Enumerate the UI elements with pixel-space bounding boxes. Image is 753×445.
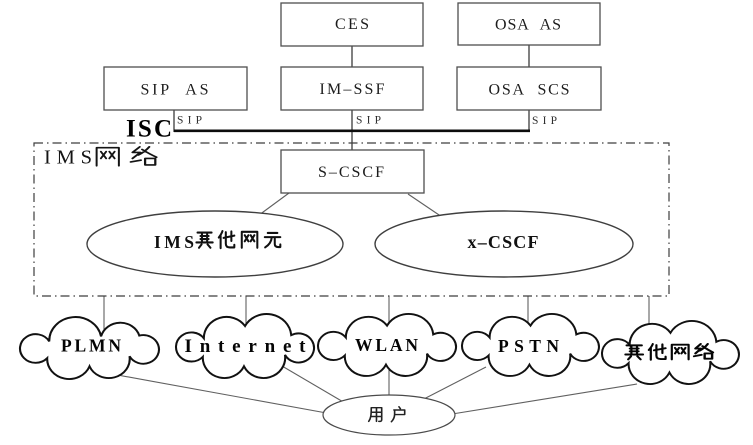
svg-text:CES: CES <box>335 16 369 33</box>
svg-text:SIP: SIP <box>177 115 202 127</box>
svg-text:IMS: IMS <box>154 232 194 252</box>
svg-text:PSTN: PSTN <box>498 336 559 356</box>
svg-text:PLMN: PLMN <box>61 336 121 356</box>
svg-text:S–CSCF: S–CSCF <box>318 164 384 181</box>
svg-text:SIP: SIP <box>356 115 381 127</box>
svg-text:ISC: ISC <box>126 116 172 143</box>
svg-text:IMS: IMS <box>44 147 92 169</box>
svg-text:WLAN: WLAN <box>355 335 418 355</box>
svg-text:SIP: SIP <box>532 115 557 127</box>
svg-text:OSA AS: OSA AS <box>495 17 561 34</box>
svg-text:x–CSCF: x–CSCF <box>468 232 539 252</box>
svg-text:OSA SCS: OSA SCS <box>489 82 570 99</box>
